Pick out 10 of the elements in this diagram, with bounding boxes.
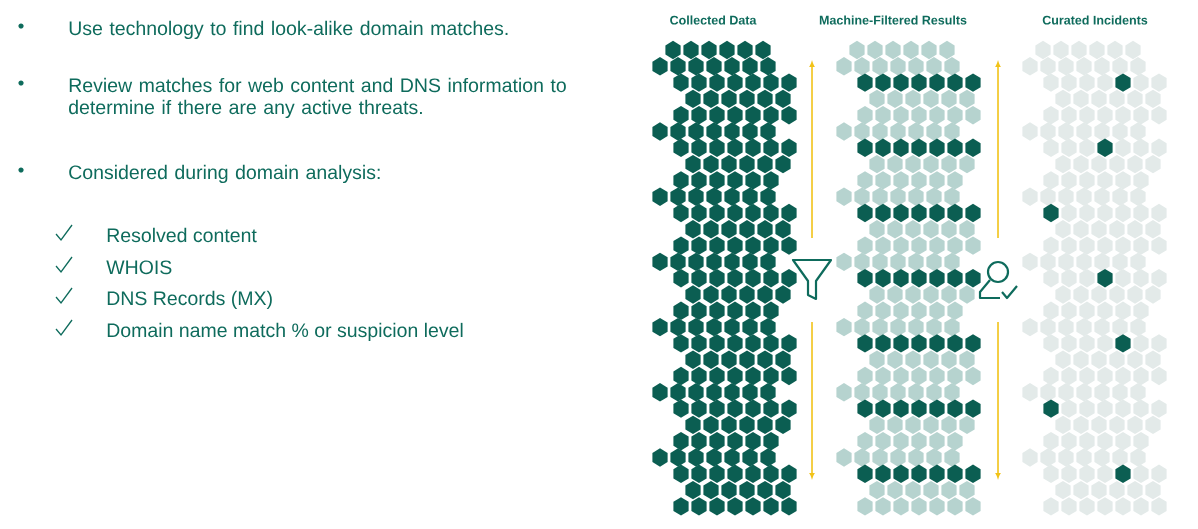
bullet-text: Review matches for web content and DNS information to determine if there are any active threats. <box>69 77 566 119</box>
checklist-text: DNS Records (MX) <box>107 290 272 309</box>
bullet-text: Use technology to find look-alike domain matches. <box>69 20 508 40</box>
column-heading: Machine-Filtered Results <box>819 15 967 25</box>
checklist-text: Domain name match % or suspicion level <box>107 322 463 342</box>
column-heading: Curated Incidents <box>1042 15 1148 25</box>
bullet-text: Considered during domain analysis: <box>69 164 380 184</box>
column-heading: Collected Data <box>670 15 757 25</box>
checklist-text: Resolved content <box>107 227 257 243</box>
checklist-text: WHOIS <box>106 260 172 275</box>
